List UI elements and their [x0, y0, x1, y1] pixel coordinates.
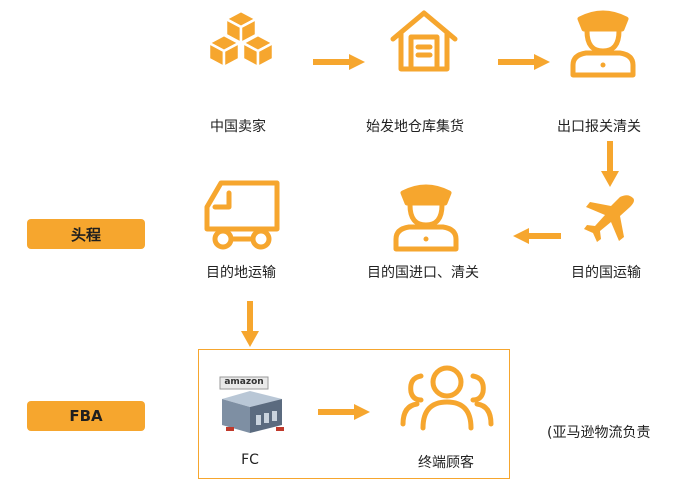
arrow-right-icon	[313, 54, 365, 70]
step-label-china-seller: 中国卖家	[210, 119, 266, 135]
amazon-warehouse-icon	[219, 376, 284, 433]
customs-officer-icon	[570, 10, 636, 78]
step-label-import-customs: 目的国进口、清关	[367, 265, 479, 281]
fba-note: (亚马逊物流负责	[547, 425, 651, 441]
truck-icon	[204, 180, 280, 250]
customs-officer-icon	[393, 184, 459, 252]
boxes-icon	[207, 9, 275, 69]
step-label-end-customer: 终端顾客	[418, 455, 474, 471]
warehouse-icon	[390, 10, 458, 72]
step-label-export-customs: 出口报关清关	[557, 119, 641, 135]
tag-fba: FBA	[27, 401, 145, 431]
customers-icon	[400, 365, 494, 431]
amazon-sign-text: amazon	[224, 377, 264, 387]
arrow-right-icon	[498, 54, 550, 70]
step-label-origin-warehouse: 始发地仓库集货	[366, 119, 464, 135]
arrow-left-icon	[513, 228, 561, 244]
step-label-country-transport: 目的国运输	[571, 265, 641, 281]
tag-first-leg: 头程	[27, 219, 145, 249]
step-label-fc: FC	[241, 452, 259, 468]
arrow-down-icon	[601, 141, 619, 187]
step-label-destination-transport: 目的地运输	[206, 265, 276, 281]
arrow-down-icon	[241, 301, 259, 347]
arrow-right-icon	[318, 404, 370, 420]
airplane-icon	[584, 195, 634, 242]
